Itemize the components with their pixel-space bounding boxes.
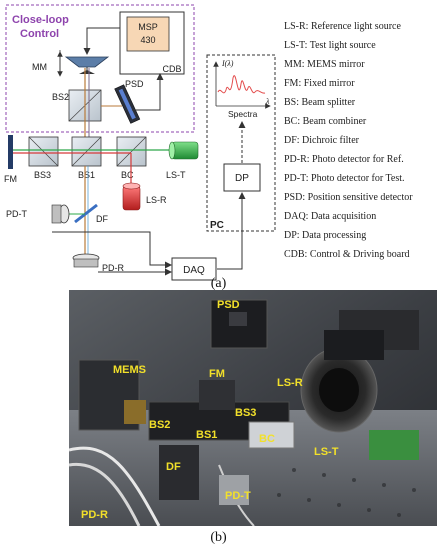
schematic-diagram: Close-loop Control MSP 430 CDB MM BS2 PS…: [4, 4, 413, 281]
close-loop-title: Close-loop: [12, 14, 69, 26]
msp430-chip: [126, 16, 170, 52]
pd-r-detector: [72, 253, 100, 268]
legend-item: PD-T: Photo detector for Test.: [284, 173, 405, 184]
legend-item: CDB: Control & Driving board: [284, 249, 410, 260]
msp-430-label: 430: [140, 35, 155, 45]
setup-photograph: PSD MEMS FM LS-R BS3 BS2 BS1 BC LS-T DF …: [69, 290, 437, 526]
legend-item: FM: Fixed mirror: [284, 78, 355, 89]
photo-label-fm: FM: [209, 368, 225, 380]
legend-item: PD-R: Photo detector for Ref.: [284, 154, 404, 165]
dp-label: DP: [235, 173, 249, 184]
psd-label: PSD: [125, 79, 144, 89]
msp-label: MSP: [138, 22, 158, 32]
mems-mirror: [64, 56, 110, 68]
control-title: Control: [20, 28, 59, 40]
pc-label: PC: [210, 220, 224, 231]
ls-t-label: LS-T: [166, 170, 186, 180]
legend-item: BS: Beam splitter: [284, 97, 356, 108]
photo-label-bs3: BS3: [235, 407, 256, 419]
photo-label-bs1: BS1: [196, 429, 217, 441]
legend-item: LS-R: Reference light source: [284, 21, 401, 32]
photo-label-bc: BC: [259, 433, 275, 445]
photo-label-ls-t: LS-T: [314, 446, 339, 458]
fm-label: FM: [4, 174, 17, 184]
fixed-mirror: [8, 135, 13, 169]
mm-label: MM: [32, 62, 47, 72]
ls-r-label: LS-R: [146, 195, 167, 205]
caption-b: (b): [210, 530, 227, 545]
legend-item: MM: MEMS mirror: [284, 59, 365, 70]
bc-label: BC: [121, 170, 134, 180]
bs3-label: BS3: [34, 170, 51, 180]
daq-box: [171, 257, 217, 281]
photo-label-mems: MEMS: [113, 364, 146, 376]
legend-item: DAQ: Data acquisition: [284, 211, 376, 222]
close-loop-control-box: [5, 4, 195, 133]
photo-label-bs2: BS2: [149, 419, 170, 431]
pd-r-label: PD-R: [102, 263, 124, 273]
photo-label-df: DF: [166, 461, 181, 473]
spectra-curve: [217, 75, 266, 94]
photo-label-pd-r: PD-R: [81, 509, 108, 521]
lambda-label: λ: [265, 97, 270, 106]
legend: LS-R: Reference light source LS-T: Test …: [284, 21, 413, 260]
legend-item: LS-T: Test light source: [284, 40, 376, 51]
i-lambda-label: I(λ): [221, 59, 234, 68]
spectra-label: Spectra: [228, 109, 258, 119]
legend-item: DP: Data processing: [284, 230, 366, 241]
photo-label-psd: PSD: [217, 299, 240, 311]
legend-item: DF: Dichroic filter: [284, 135, 360, 146]
daq-label: DAQ: [183, 265, 205, 276]
legend-item: BC: Beam combiner: [284, 116, 367, 127]
caption-a: (a): [210, 276, 227, 291]
bs1-label: BS1: [78, 170, 95, 180]
ls-t-laser: [168, 141, 199, 160]
photo-label-pd-t: PD-T: [225, 490, 251, 502]
pd-t-label: PD-T: [6, 209, 27, 219]
cdb-label: CDB: [162, 64, 181, 74]
ls-r-laser: [122, 182, 141, 211]
dp-box: [223, 163, 261, 192]
pd-t-detector: [51, 204, 70, 224]
spectra-plot: I(λ) λ: [213, 59, 271, 109]
bs2-label: BS2: [52, 92, 69, 102]
psd-detector: [114, 84, 141, 124]
pc-box: [206, 54, 276, 232]
photo-label-ls-r: LS-R: [277, 377, 303, 389]
legend-item: PSD: Position sensitive detector: [284, 192, 413, 203]
dichroic-filter: [74, 203, 98, 224]
df-label: DF: [96, 214, 108, 224]
